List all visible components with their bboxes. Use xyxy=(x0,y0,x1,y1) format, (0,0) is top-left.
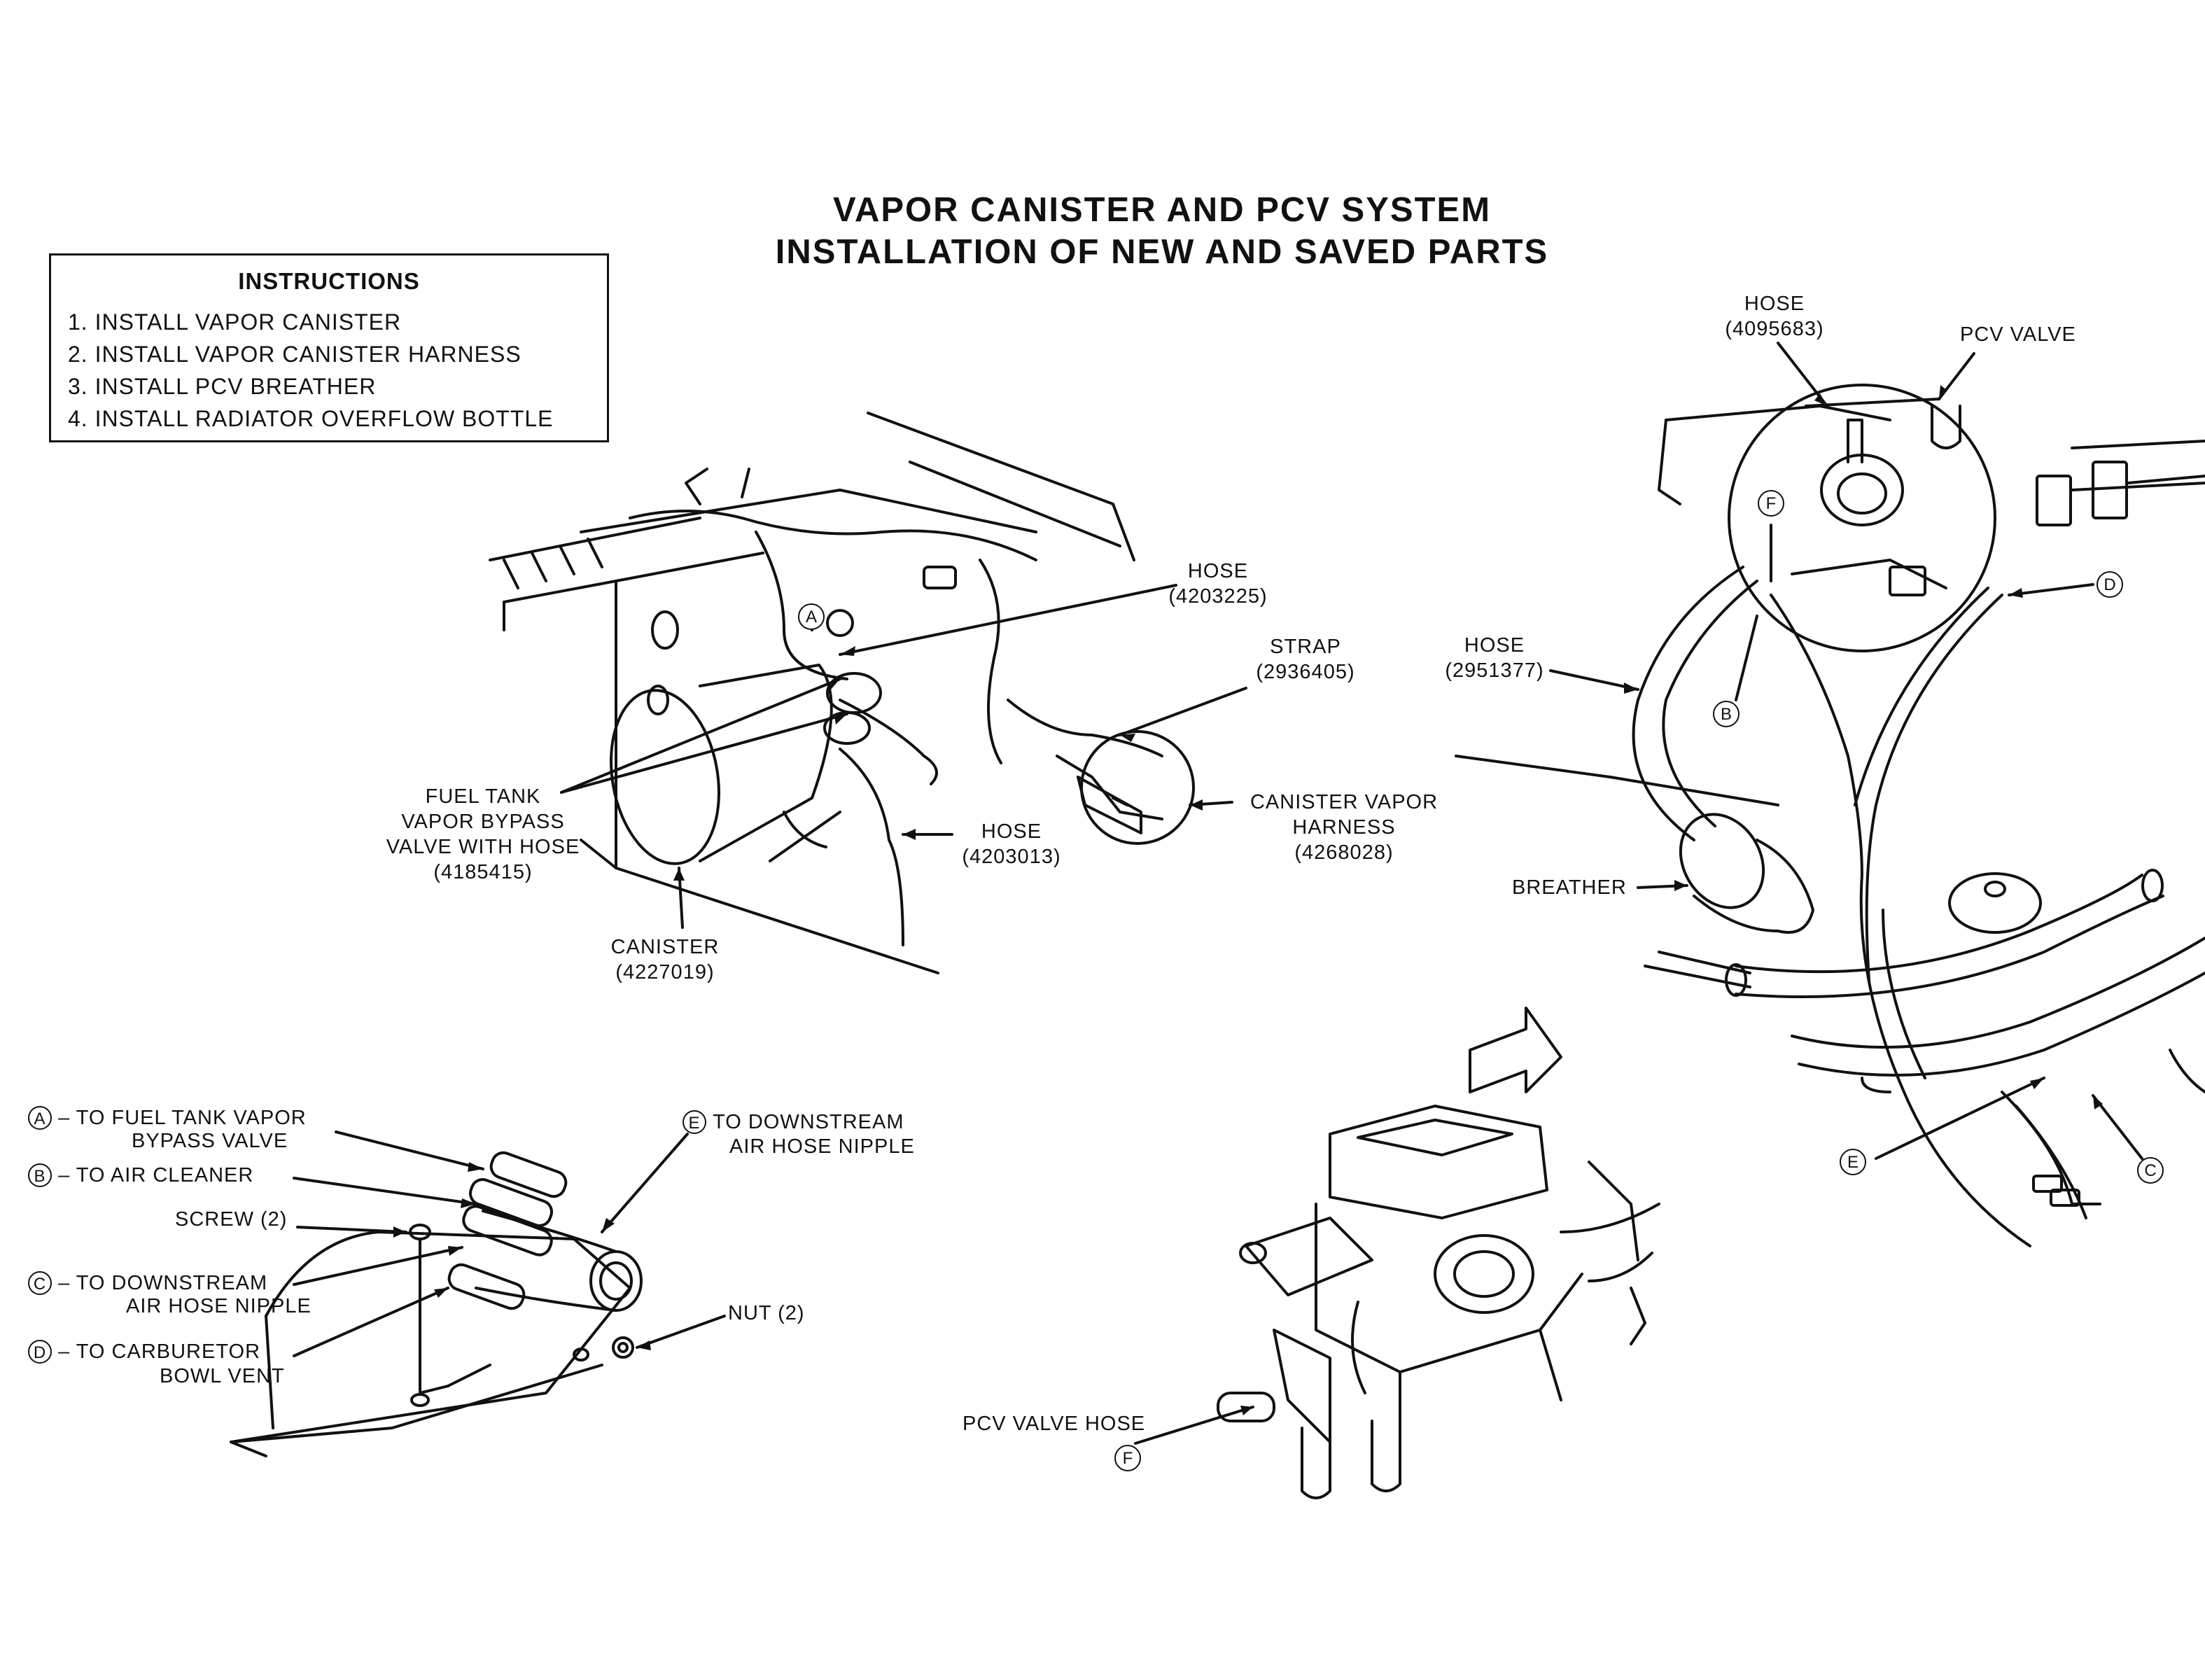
carburetor-drawing xyxy=(1217,1007,1660,1499)
key-letter-c: C xyxy=(28,1271,52,1296)
label-strap: STRAP (2936405) xyxy=(1242,634,1368,685)
instruction-item-3: 3. INSTALL PCV BREATHER xyxy=(68,374,377,399)
label-hose-4203013: HOSE (4203013) xyxy=(955,819,1068,869)
key-c-line-1: – TO DOWNSTREAM xyxy=(58,1272,268,1295)
callout-d-pcv: D xyxy=(2096,571,2123,598)
key-letter-d: D xyxy=(28,1340,52,1364)
key-a-line-2: BYPASS VALVE xyxy=(132,1130,288,1152)
key-b-line-1: – TO AIR CLEANER xyxy=(58,1164,254,1187)
hose-part-number: (4203225) xyxy=(1168,585,1268,608)
bypass-line-1: FUEL TANK xyxy=(425,785,541,808)
harness-line-1: CANISTER VAPOR xyxy=(1250,791,1438,813)
label-canister: CANISTER (4227019) xyxy=(598,934,732,985)
hose-part-number: (4095683) xyxy=(1725,318,1824,340)
instructions-box: INSTRUCTIONS 1. INSTALL VAPOR CANISTER 2… xyxy=(49,253,609,442)
instructions-list: 1. INSTALL VAPOR CANISTER 2. INSTALL VAP… xyxy=(68,306,554,435)
carb-arrowheads xyxy=(1240,1406,1253,1415)
callout-f-carb: F xyxy=(1114,1445,1141,1471)
pcv-arrowheads xyxy=(1624,385,2103,1110)
canister-name: CANISTER xyxy=(610,936,720,958)
hose-part-number: (2951377) xyxy=(1445,659,1544,682)
key-c-line-2: AIR HOSE NIPPLE xyxy=(126,1295,312,1317)
hose-name: HOSE xyxy=(1744,293,1805,315)
label-pcv-valve-hose: PCV VALVE HOSE xyxy=(962,1413,1146,1435)
key-e-line-2: AIR HOSE NIPPLE xyxy=(729,1135,915,1158)
key-item-a: A – TO FUEL TANK VAPOR xyxy=(28,1105,307,1130)
key-d-line-2: BOWL VENT xyxy=(160,1365,285,1387)
instruction-item-2: 2. INSTALL VAPOR CANISTER HARNESS xyxy=(68,342,522,367)
hose-name: HOSE xyxy=(981,820,1042,843)
valve-leader-lines xyxy=(293,1130,726,1357)
key-item-b: B – TO AIR CLEANER xyxy=(28,1162,253,1188)
key-letter-a: A xyxy=(28,1106,52,1130)
page-title-line-1: VAPOR CANISTER AND PCV SYSTEM xyxy=(832,191,1492,229)
key-e-line-1: TO DOWNSTREAM xyxy=(713,1111,904,1134)
key-item-d: D – TO CARBURETOR xyxy=(28,1338,260,1364)
hose-name: HOSE xyxy=(1464,634,1525,657)
bypass-line-3: VALVE WITH HOSE xyxy=(386,836,580,858)
bypass-line-2: VAPOR BYPASS xyxy=(401,811,565,833)
instruction-item-1: 1. INSTALL VAPOR CANISTER xyxy=(68,309,402,335)
key-d-line-1: – TO CARBURETOR xyxy=(58,1340,261,1364)
callout-c-pcv: C xyxy=(2137,1157,2164,1184)
harness-line-2: HARNESS xyxy=(1292,816,1396,839)
key-letter-b: B xyxy=(28,1163,52,1188)
valve-exploded-drawing xyxy=(230,1151,643,1457)
key-letter-e: E xyxy=(682,1110,706,1135)
canister-part-number: (4227019) xyxy=(615,961,715,983)
key-screw: SCREW (2) xyxy=(175,1208,288,1231)
canister-arrowheads xyxy=(673,646,1203,881)
label-hose-4095683: HOSE (4095683) xyxy=(1718,291,1830,342)
callout-a: A xyxy=(798,603,825,630)
key-a-line-1: – TO FUEL TANK VAPOR xyxy=(58,1107,307,1130)
label-canister-vapor-harness: CANISTER VAPOR HARNESS (4268028) xyxy=(1239,790,1449,865)
label-pcv-valve: PCV VALVE xyxy=(1960,323,2076,346)
carb-leader-lines xyxy=(1134,1406,1254,1445)
instruction-item-4: 4. INSTALL RADIATOR OVERFLOW BOTTLE xyxy=(68,406,554,431)
valve-arrowheads xyxy=(393,1162,651,1350)
page-title-line-2: INSTALLATION OF NEW AND SAVED PARTS xyxy=(775,233,1549,271)
hose-name: HOSE xyxy=(1187,560,1249,582)
key-item-e: E TO DOWNSTREAM xyxy=(682,1109,904,1135)
hose-part-number: (4203013) xyxy=(962,846,1061,868)
callout-f-pcv: F xyxy=(1758,490,1784,517)
canister-leader-lines xyxy=(560,584,1247,929)
label-hose-2951377: HOSE (2951377) xyxy=(1438,633,1550,683)
key-item-c: C – TO DOWNSTREAM xyxy=(28,1270,267,1296)
key-nut: NUT (2) xyxy=(728,1302,805,1324)
label-breather: BREATHER xyxy=(1512,876,1627,899)
harness-part-number: (4268028) xyxy=(1294,841,1394,864)
callout-e-pcv: E xyxy=(1840,1149,1866,1175)
strap-part-number: (2936405) xyxy=(1256,661,1355,683)
pcv-breather-drawing xyxy=(1455,384,2205,1247)
instructions-heading: INSTRUCTIONS xyxy=(238,268,420,294)
label-fuel-tank-vapor-bypass-valve: FUEL TANK VAPOR BYPASS VALVE WITH HOSE (… xyxy=(378,784,588,885)
bypass-part-number: (4185415) xyxy=(433,861,533,883)
canister-engine-bay-drawing xyxy=(489,412,1195,974)
callout-b-pcv: B xyxy=(1713,701,1740,727)
label-hose-4203225: HOSE (4203225) xyxy=(1162,559,1274,609)
strap-name: STRAP xyxy=(1270,636,1341,658)
